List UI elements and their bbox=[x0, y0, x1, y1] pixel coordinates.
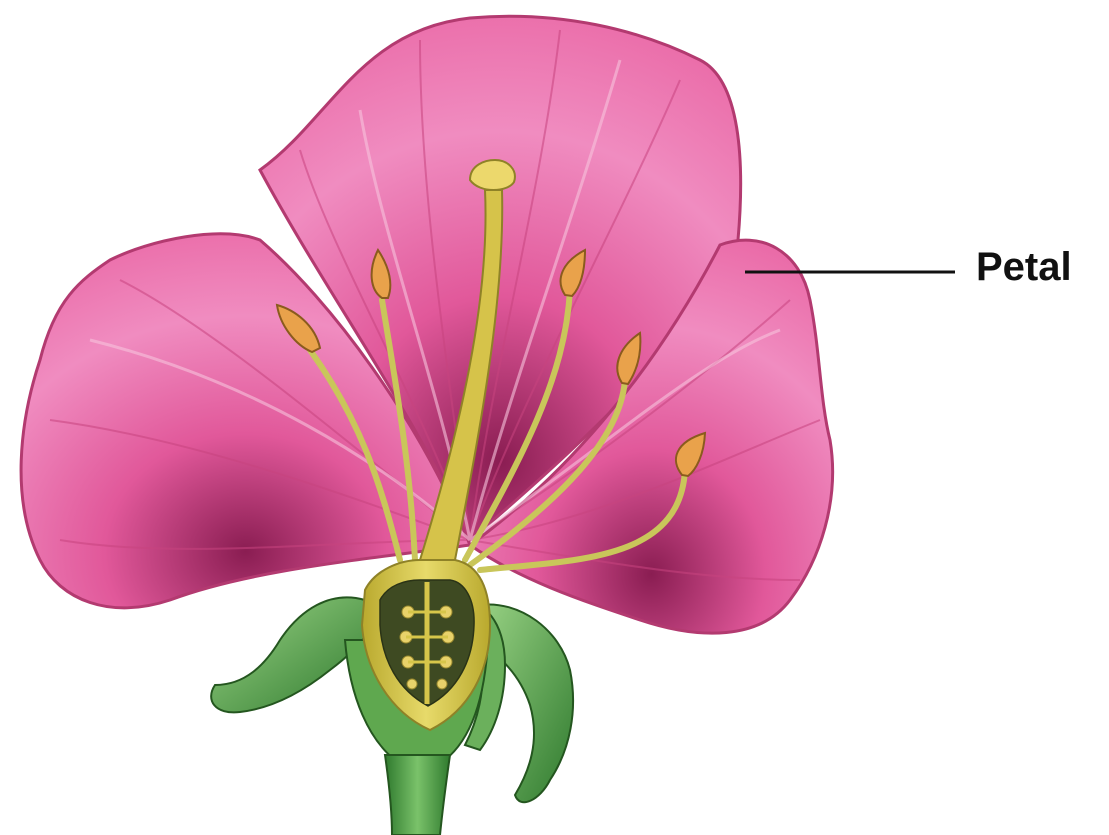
stem-body bbox=[385, 755, 450, 835]
petal-label: Petal bbox=[976, 247, 1072, 287]
ovule bbox=[407, 679, 417, 689]
ovule bbox=[437, 679, 447, 689]
